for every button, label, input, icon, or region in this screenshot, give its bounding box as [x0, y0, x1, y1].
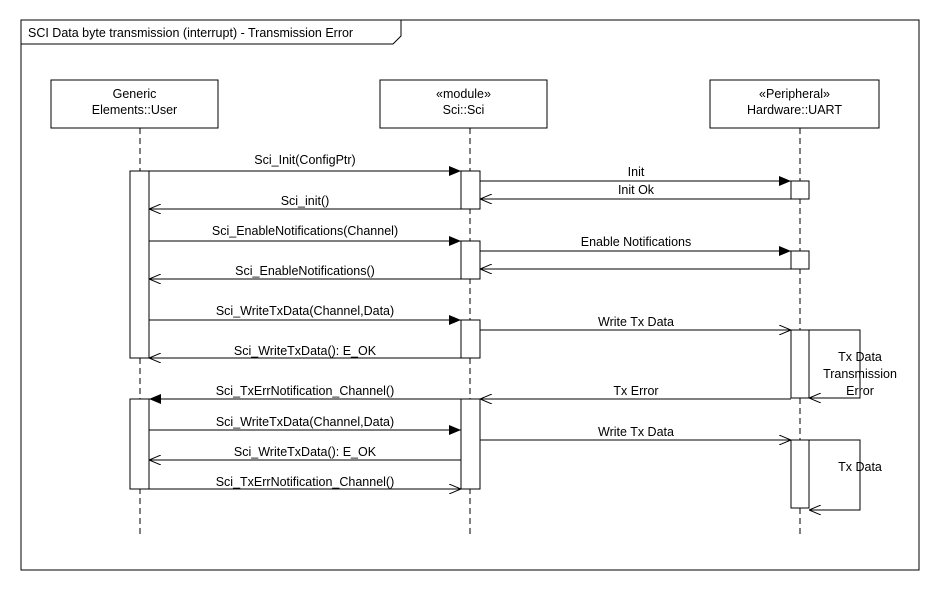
lifeline-sci-line2: Sci::Sci — [443, 103, 485, 117]
activation-uart-4 — [790, 439, 810, 509]
message-enable-notifications-uart: Enable Notifications — [480, 235, 791, 256]
message-label: Sci_EnableNotifications() — [235, 264, 375, 278]
message-write-tx-data-uart-2: Write Tx Data — [480, 425, 791, 440]
activation-uart-3 — [790, 329, 810, 399]
frame-title-tab — [21, 20, 402, 45]
self-message-line2: Transmission — [823, 367, 897, 381]
lifeline-user-line1: Generic — [113, 87, 157, 101]
activation-sci-1 — [460, 170, 481, 210]
lifeline-uart-line1: «Peripheral» — [759, 87, 830, 101]
message-label: Init — [628, 165, 645, 179]
activation-sci-2 — [460, 240, 481, 280]
message-tx-error: Tx Error — [480, 384, 791, 399]
lifeline-uart-line2: Hardware::UART — [747, 103, 842, 117]
lifeline-user-box — [50, 79, 219, 129]
frame-title: SCI Data byte transmission (interrupt) -… — [28, 26, 353, 40]
message-label: Init Ok — [618, 183, 655, 197]
message-label: Sci_WriteTxData(): E_OK — [234, 344, 377, 358]
self-message-line1: Tx Data — [838, 460, 882, 474]
lifeline-user-line2: Elements::User — [92, 103, 177, 117]
message-label: Sci_WriteTxData(Channel,Data) — [216, 415, 394, 429]
message-label: Sci_WriteTxData(Channel,Data) — [216, 304, 394, 318]
message-init: Init — [480, 165, 791, 186]
lifeline-uart-box — [709, 79, 880, 129]
activation-uart-2 — [790, 250, 810, 270]
message-sci-init: Sci_Init(ConfigPtr) — [149, 153, 461, 176]
message-label: Sci_Init(ConfigPtr) — [254, 153, 355, 167]
message-label: Sci_init() — [281, 194, 330, 208]
activation-user-1 — [129, 170, 150, 359]
lifeline-sci-box — [379, 79, 548, 129]
diagram-frame — [20, 19, 920, 571]
self-message-tx-data: Tx Data — [809, 439, 882, 510]
self-message-line1: Tx Data — [838, 350, 882, 364]
message-sci-init-reply: Sci_init() — [149, 194, 461, 209]
activation-uart-1 — [790, 180, 810, 200]
activation-sci-4 — [460, 398, 481, 490]
message-write-tx-data-uart: Write Tx Data — [480, 315, 791, 330]
message-enable-notifications-return: Sci_EnableNotifications() — [149, 264, 791, 279]
activation-sci-3 — [460, 319, 481, 359]
self-message-line3: Error — [846, 384, 874, 398]
message-label: Sci_EnableNotifications(Channel) — [212, 224, 398, 238]
message-label: Enable Notifications — [581, 235, 691, 249]
lifeline-sci: «module» Sci::Sci — [379, 79, 548, 538]
message-label: Tx Error — [613, 384, 658, 398]
message-label: Sci_TxErrNotification_Channel() — [216, 384, 395, 398]
message-write-tx-data-reply: Sci_WriteTxData(): E_OK — [149, 344, 461, 358]
activation-user-2 — [129, 398, 150, 490]
message-label: Sci_WriteTxData(): E_OK — [234, 445, 377, 459]
message-tx-err-notification-2: Sci_TxErrNotification_Channel() — [149, 475, 461, 489]
message-label: Write Tx Data — [598, 425, 674, 439]
message-label: Sci_TxErrNotification_Channel() — [216, 475, 395, 489]
message-enable-notifications: Sci_EnableNotifications(Channel) — [149, 224, 461, 246]
message-tx-err-notification: Sci_TxErrNotification_Channel() — [149, 384, 461, 404]
self-message-tx-error: Tx Data Transmission Error — [809, 329, 897, 398]
message-label: Write Tx Data — [598, 315, 674, 329]
message-write-tx-data: Sci_WriteTxData(Channel,Data) — [149, 304, 461, 325]
lifeline-uart: «Peripheral» Hardware::UART — [709, 79, 880, 538]
message-write-tx-data-2: Sci_WriteTxData(Channel,Data) — [149, 415, 461, 435]
message-write-tx-data-reply-2: Sci_WriteTxData(): E_OK — [149, 445, 461, 460]
lifeline-sci-line1: «module» — [436, 87, 491, 101]
message-init-ok: Init Ok — [480, 183, 791, 199]
